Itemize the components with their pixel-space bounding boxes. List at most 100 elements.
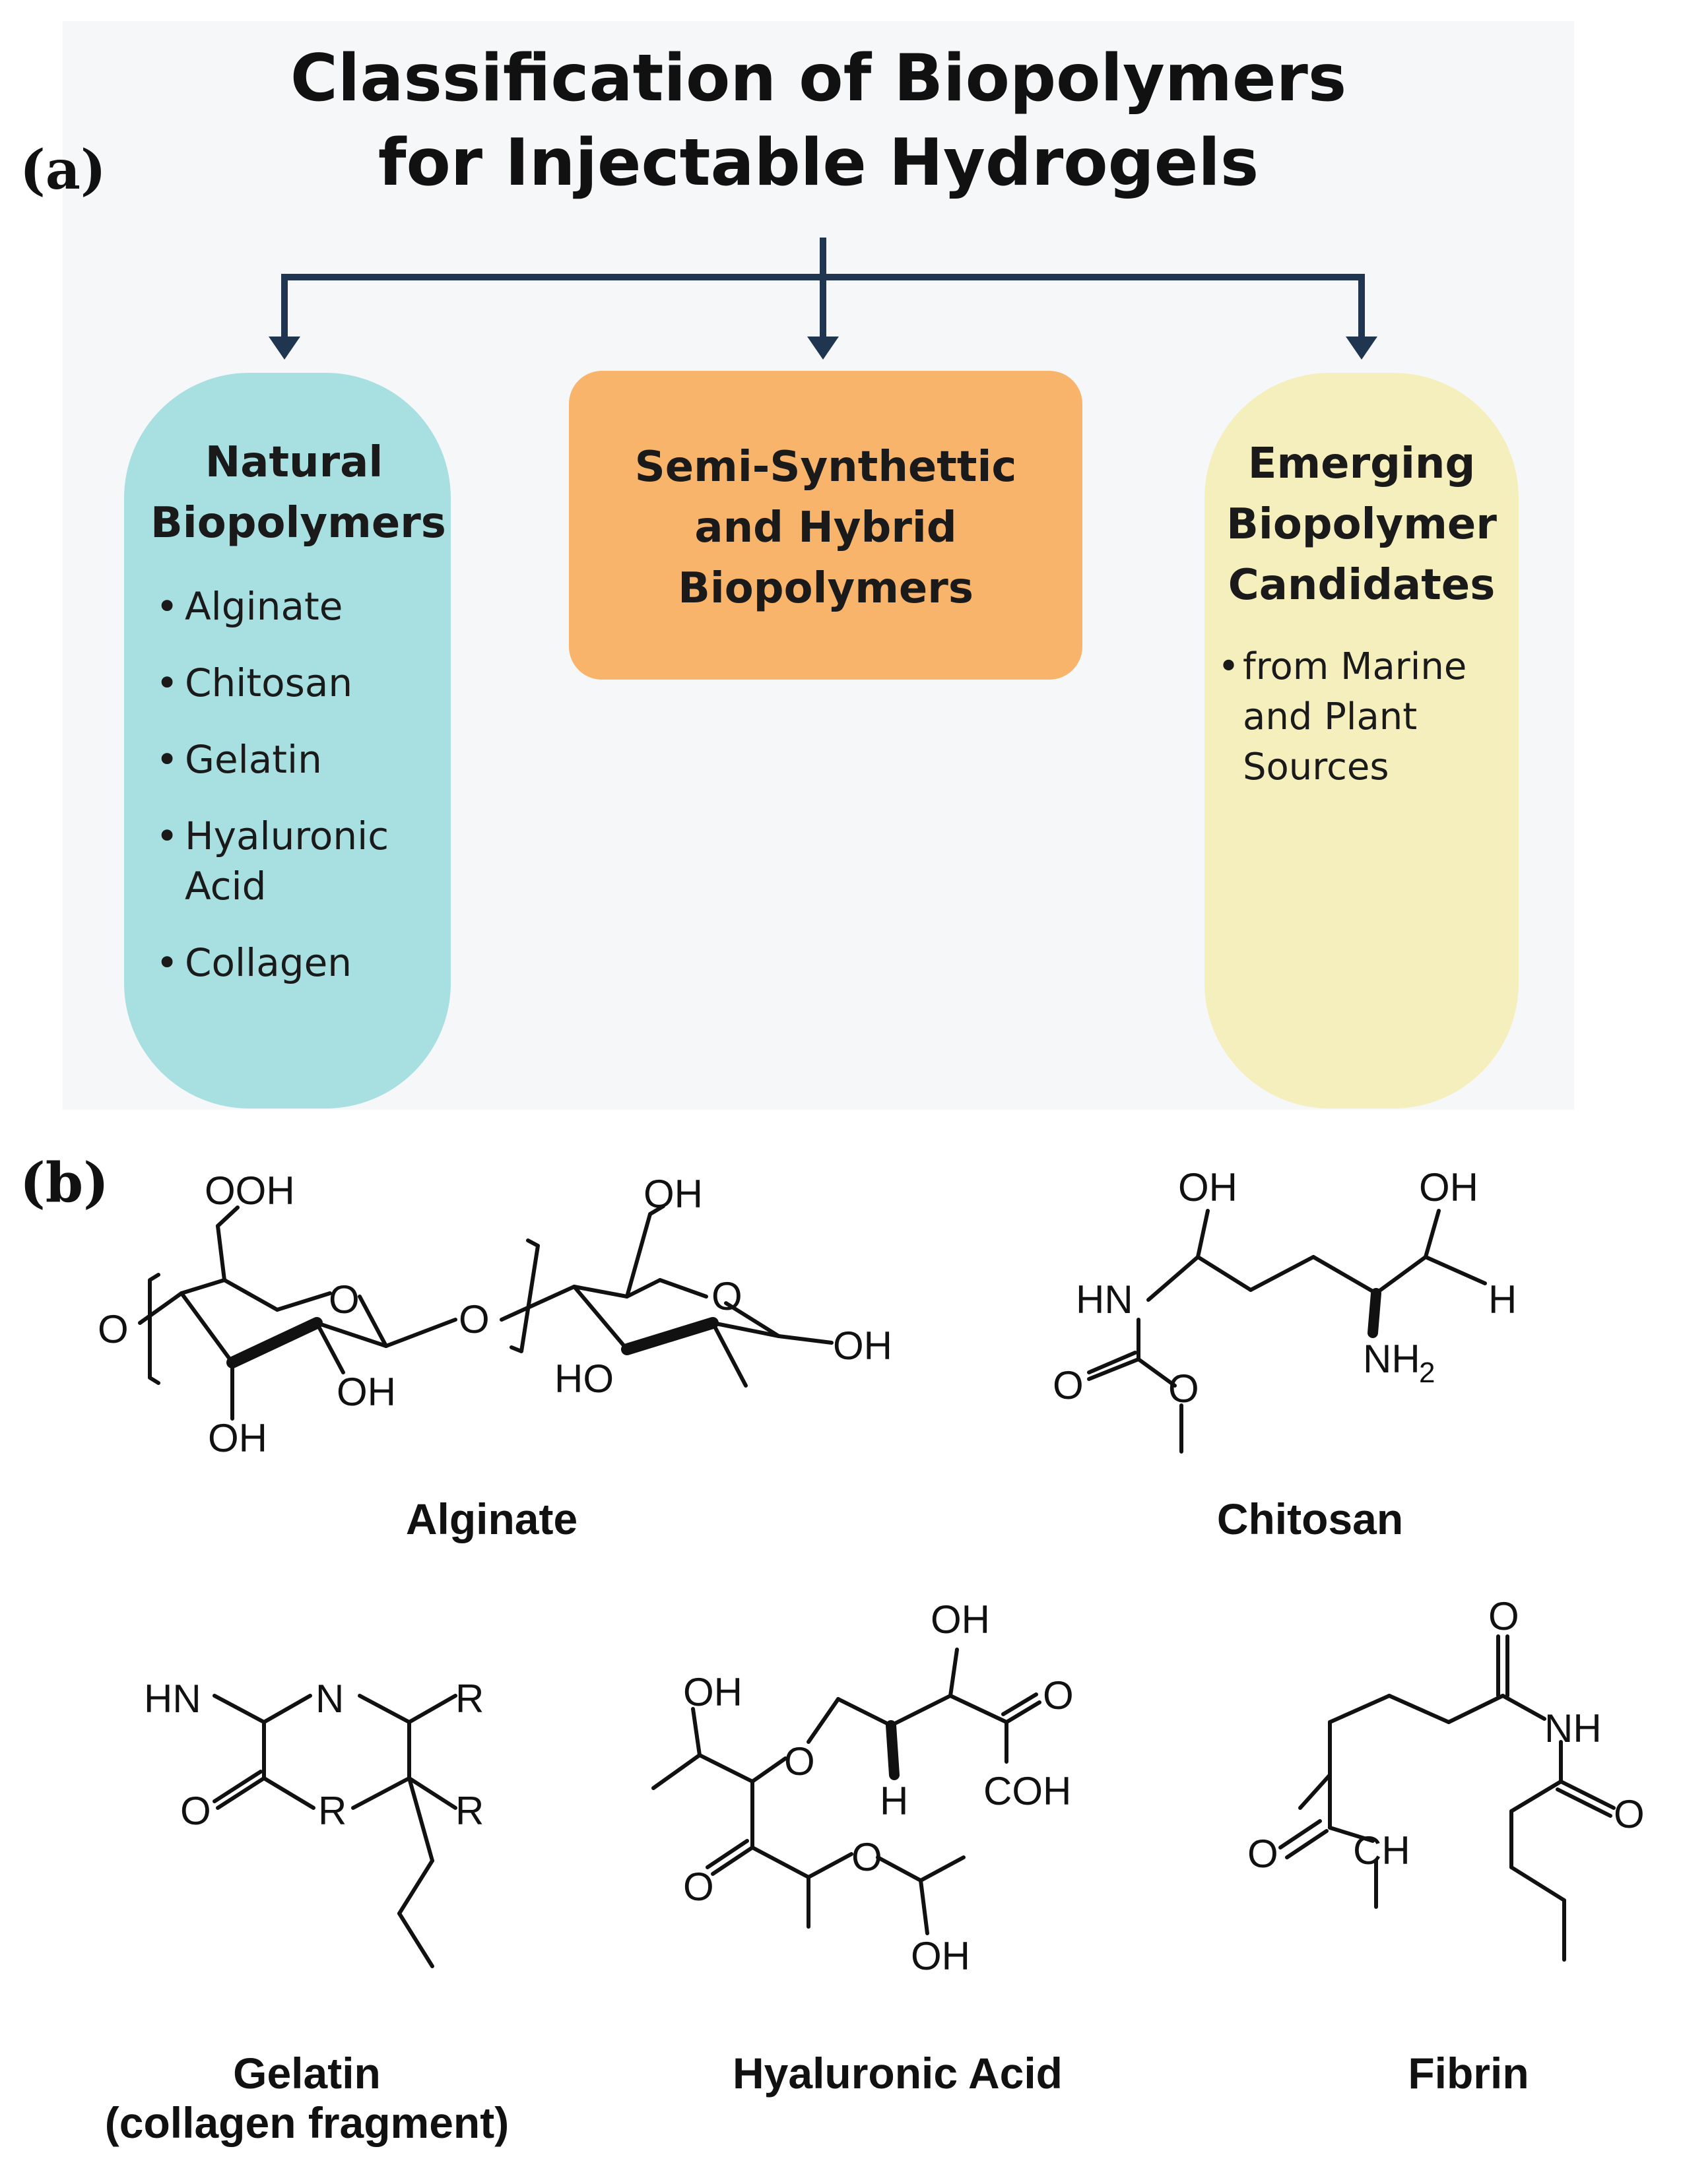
bond xyxy=(698,1753,754,1783)
atom-label: HO xyxy=(554,1357,614,1401)
title-line-1: Classification of Biopolymers xyxy=(290,41,1347,116)
arrowhead-center xyxy=(807,337,839,360)
bond xyxy=(836,1697,893,1727)
bond xyxy=(1249,1255,1315,1292)
emerging-heading-line-2: Biopolymer xyxy=(1226,500,1497,549)
fibrin-name: Fibrin xyxy=(1408,2049,1529,2098)
bond xyxy=(750,1846,810,1879)
bond xyxy=(919,1855,966,1882)
atom-label: O xyxy=(1053,1363,1084,1407)
bond xyxy=(1087,1351,1137,1374)
natural-biopolymers-box: Natural Biopolymers Alginate Chitosan Ge… xyxy=(124,373,451,1108)
bond xyxy=(691,1707,702,1757)
bond xyxy=(1501,1694,1546,1721)
bond xyxy=(658,1278,708,1299)
bond xyxy=(750,1756,787,1783)
bond xyxy=(216,1205,240,1228)
bond xyxy=(711,1846,754,1876)
atom-label: O xyxy=(851,1835,882,1879)
fibrin-structure xyxy=(1278,1634,1616,1962)
bond xyxy=(1447,1694,1505,1724)
atom-label: OH xyxy=(683,1670,742,1714)
atom-label: OH xyxy=(1419,1165,1478,1209)
bond xyxy=(213,1770,263,1803)
atom-label: H xyxy=(1488,1277,1517,1322)
atom-label: H xyxy=(880,1779,908,1823)
diagram-title: Classification of Biopolymers for Inject… xyxy=(218,36,1419,205)
alginate-name: Alginate xyxy=(406,1494,577,1543)
semi-heading-line-3: Biopolymers xyxy=(678,564,973,613)
wedge-bond xyxy=(886,1720,900,1780)
bond xyxy=(1146,1255,1200,1302)
chitosan-name: Chitosan xyxy=(1217,1494,1403,1543)
atom-label: O xyxy=(1043,1673,1074,1718)
atom-label: OOH xyxy=(205,1169,295,1213)
bond xyxy=(1087,1357,1140,1381)
bond xyxy=(648,1204,665,1216)
atom-label: HN xyxy=(1076,1277,1133,1322)
bond xyxy=(384,1318,457,1348)
atom-label: O xyxy=(1614,1792,1645,1836)
bond xyxy=(919,1879,929,1935)
atom-label: OH xyxy=(1178,1165,1237,1209)
atom-label: O xyxy=(329,1277,360,1322)
atom-label: R xyxy=(455,1789,484,1833)
bond xyxy=(315,1321,388,1348)
natural-list: Alginate Chitosan Gelatin Hyaluronic Aci… xyxy=(150,581,438,988)
bond xyxy=(1509,1780,1563,1813)
gelatin-subname: (collagen fragment) xyxy=(105,2098,509,2147)
bond xyxy=(1311,1255,1378,1295)
atom-label: CH xyxy=(1353,1828,1410,1873)
bond xyxy=(711,1321,781,1338)
atom-label: O xyxy=(1488,1594,1519,1638)
bracket-left xyxy=(148,1273,160,1385)
bond xyxy=(407,1694,457,1724)
atom-subscript: 2 xyxy=(1419,1357,1435,1389)
bond xyxy=(407,1776,434,1863)
list-item: Gelatin xyxy=(150,734,438,785)
atom-label: HN xyxy=(144,1677,201,1721)
atom-label: O xyxy=(683,1865,714,1909)
bond xyxy=(1285,1829,1329,1859)
bond xyxy=(262,1776,315,1810)
tree-connector xyxy=(269,238,1377,360)
gelatin-structure xyxy=(213,1694,457,1968)
bond xyxy=(275,1291,332,1312)
atom-label: O xyxy=(711,1274,742,1318)
bond xyxy=(500,1285,576,1322)
bond xyxy=(222,1278,279,1312)
chitosan-structure xyxy=(1087,1209,1487,1454)
bond xyxy=(180,1278,226,1295)
natural-heading-line-2: Biopolymers xyxy=(150,499,446,548)
list-item: Hyaluronic Acid xyxy=(150,811,438,911)
atom-label: OH xyxy=(931,1597,990,1642)
list-item: Chitosan xyxy=(150,658,438,708)
bond xyxy=(1328,1826,1375,1843)
atom-label: R xyxy=(318,1789,346,1833)
arrowhead-right xyxy=(1346,337,1377,360)
bond xyxy=(1328,1694,1391,1724)
bracket-right xyxy=(510,1238,540,1353)
atom-label: OH xyxy=(833,1324,892,1368)
bond xyxy=(807,1697,840,1744)
bond xyxy=(706,1839,749,1869)
bond xyxy=(572,1285,629,1299)
bond xyxy=(1196,1255,1253,1292)
bond xyxy=(216,1224,226,1282)
gelatin-name: Gelatin xyxy=(233,2049,381,2098)
semi-heading-line-2: and Hybrid xyxy=(694,503,957,552)
atom-label: O xyxy=(1168,1366,1199,1411)
bond xyxy=(1278,1819,1322,1849)
bond xyxy=(1424,1255,1487,1285)
title-line-2: for Injectable Hydrogels xyxy=(378,125,1259,201)
list-item: from Marine and Plant Sources xyxy=(1218,642,1512,792)
bond xyxy=(397,1859,434,1915)
atom-label: OH xyxy=(643,1172,703,1216)
bond xyxy=(724,1301,781,1338)
bond xyxy=(351,1776,411,1810)
bond xyxy=(358,1295,388,1348)
atom-label: O xyxy=(98,1307,129,1351)
bond xyxy=(777,1334,834,1345)
bond xyxy=(213,1694,266,1724)
atom-label: O xyxy=(459,1297,490,1341)
